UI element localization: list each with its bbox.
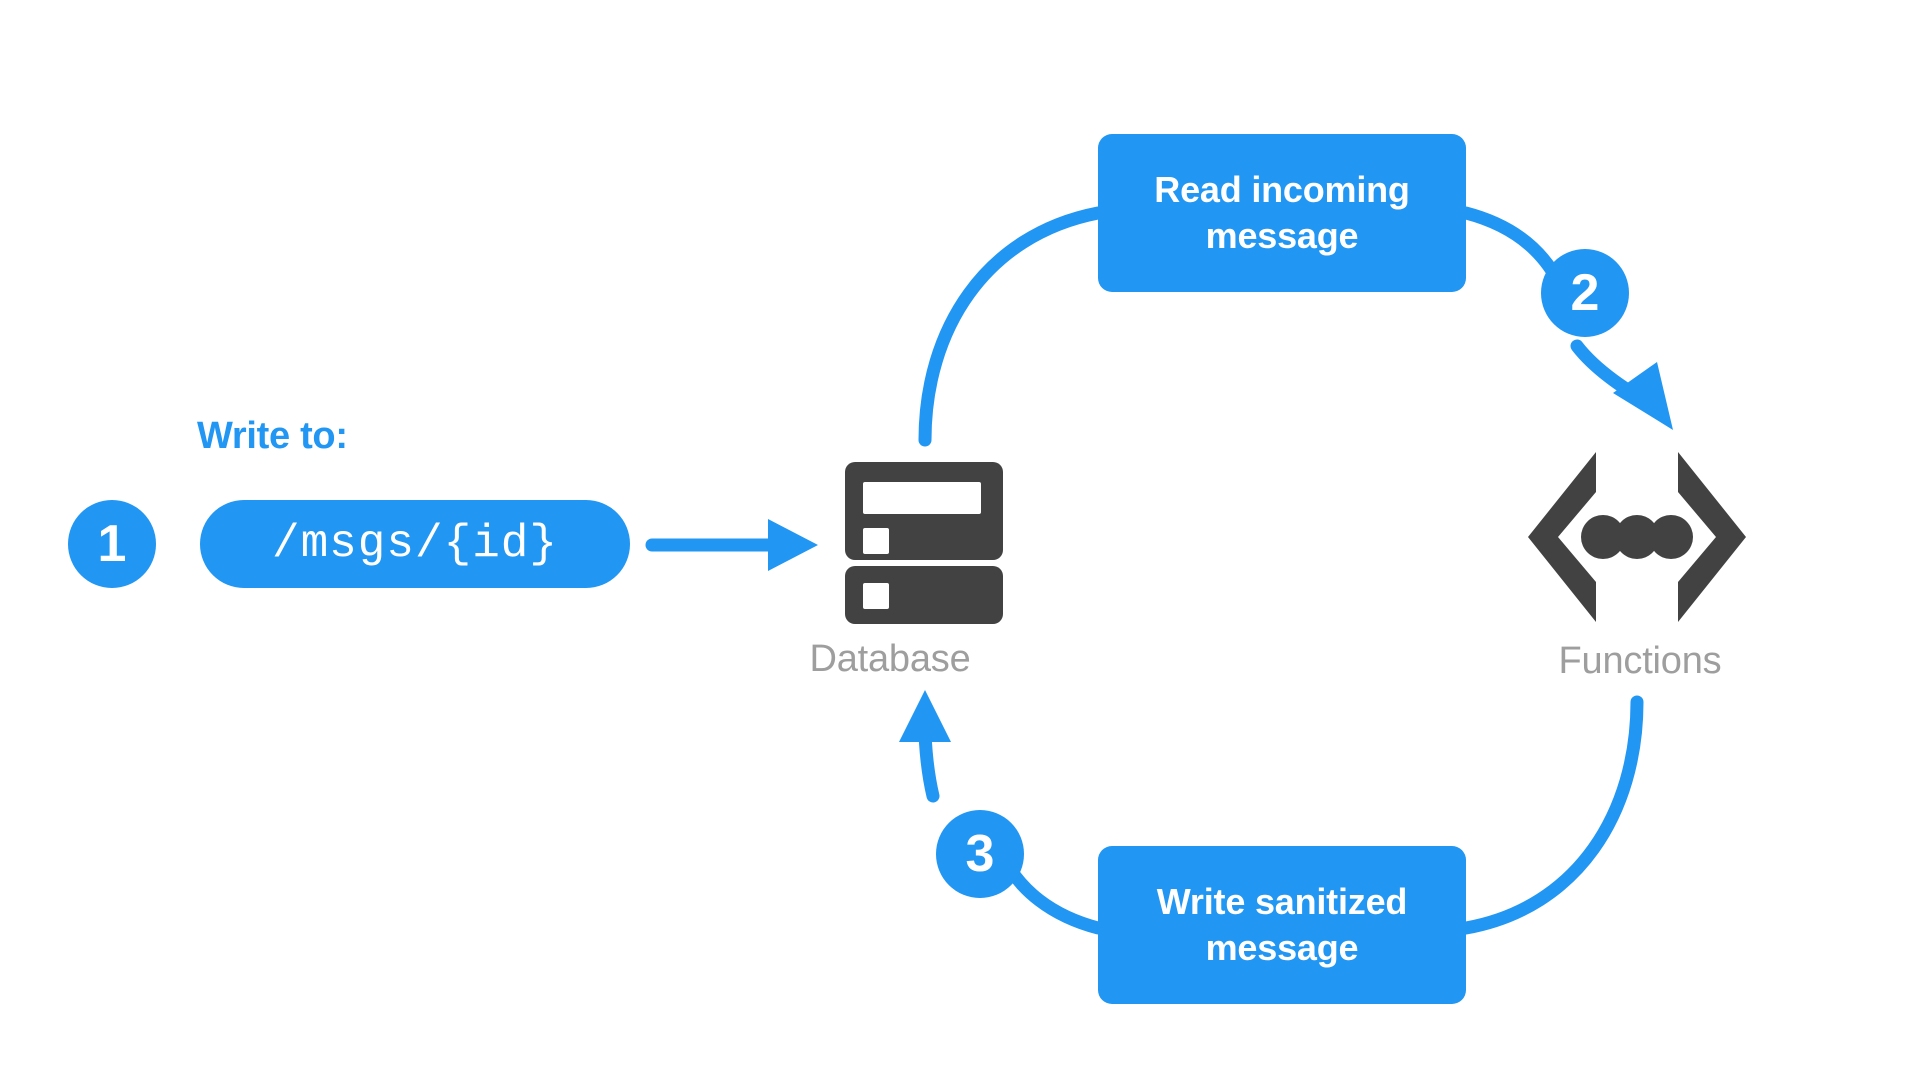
functions-to-write-curve bbox=[1459, 695, 1644, 935]
read-incoming-message-box[interactable]: Read incoming message bbox=[1098, 134, 1466, 292]
write-box-label-line-2: message bbox=[1205, 927, 1359, 968]
step-badge-2[interactable]: 2 bbox=[1541, 249, 1629, 337]
database-path-pill[interactable]: /msgs/{id} bbox=[200, 500, 630, 588]
pill-to-database-arrow bbox=[645, 519, 818, 571]
write-to-label: Write to: bbox=[197, 415, 348, 457]
write-box-label-line-1: Write sanitized bbox=[1156, 880, 1408, 922]
step-badge-3[interactable]: 3 bbox=[936, 810, 1024, 898]
write-sanitized-message-box[interactable]: Write sanitized message bbox=[1098, 846, 1466, 1004]
database-node[interactable] bbox=[845, 462, 1003, 624]
database-node-caption: Database bbox=[809, 638, 971, 680]
step-badge-1[interactable]: 1 bbox=[68, 500, 156, 588]
read-box-label-line-2: message bbox=[1205, 215, 1359, 256]
database-to-read-curve bbox=[918, 206, 1105, 447]
functions-node-caption: Functions bbox=[1558, 640, 1722, 682]
database-icon bbox=[845, 462, 1003, 624]
functions-node[interactable] bbox=[1528, 452, 1746, 622]
functions-braces-icon bbox=[1528, 452, 1746, 622]
write-box-label: Write sanitized message bbox=[1156, 879, 1408, 971]
read-box-label: Read incoming message bbox=[1154, 167, 1410, 259]
read-box-label-line-1: Read incoming bbox=[1154, 168, 1410, 210]
